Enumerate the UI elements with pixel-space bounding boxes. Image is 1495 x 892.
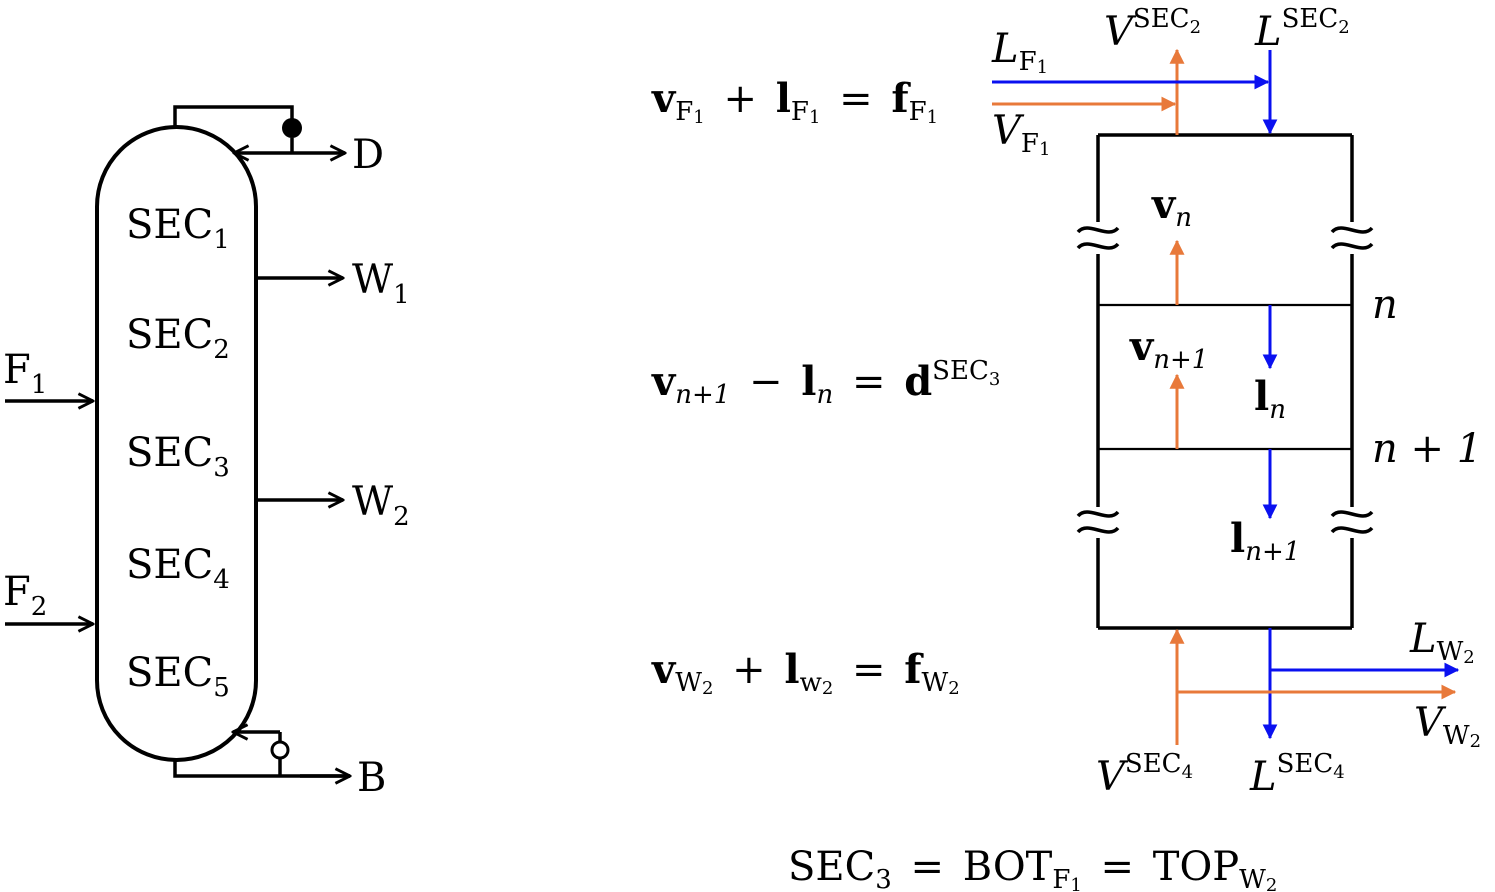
top-liquid-label: LSEC2 bbox=[1254, 4, 1350, 55]
balance-equations: vF1 + lF1 = fF1 vn+1 − ln = dSEC3 vW2 + … bbox=[651, 75, 1277, 892]
side-vapor-label: VW2 bbox=[1414, 700, 1481, 752]
overhead-line bbox=[173, 105, 294, 127]
break-symbol-left-bottom bbox=[1076, 510, 1120, 534]
bottoms-line bbox=[173, 760, 350, 778]
equation-section-identity: SEC3 = BOTF1 = TOPW2 bbox=[788, 844, 1277, 892]
feed-1-label: F1 bbox=[3, 347, 47, 400]
top-vapor-label: VSEC2 bbox=[1104, 4, 1201, 55]
liquid-n-label: ln bbox=[1254, 373, 1286, 425]
vapor-n1-label: vn+1 bbox=[1129, 323, 1208, 375]
break-symbol-right-top bbox=[1330, 226, 1374, 250]
equation-section-net-flow: vn+1 − ln = dSEC3 bbox=[651, 356, 1000, 413]
section-label-5: SEC5 bbox=[126, 650, 230, 703]
section-label-3: SEC3 bbox=[126, 430, 230, 483]
equation-sidedraw-balance: vW2 + lw2 = fW2 bbox=[651, 646, 960, 704]
side-liquid-label: LW2 bbox=[1409, 616, 1475, 668]
distillation-column: SEC1 SEC2 SEC3 SEC4 SEC5 D B W1 W2 F1 F2 bbox=[3, 105, 410, 801]
bottom-liquid-label: LSEC4 bbox=[1249, 749, 1345, 800]
vapor-n-label: vn bbox=[1151, 181, 1192, 233]
section-label-4: SEC4 bbox=[126, 542, 230, 595]
bottoms-label: B bbox=[357, 755, 386, 801]
section-label-1: SEC1 bbox=[126, 202, 230, 255]
feed-liquid-label: LF1 bbox=[991, 26, 1048, 78]
liquid-n1-label: ln+1 bbox=[1230, 515, 1300, 567]
feed-vapor-label: VF1 bbox=[992, 108, 1050, 160]
break-symbol-left-top bbox=[1076, 226, 1120, 250]
bottom-vapor-label: VSEC4 bbox=[1096, 749, 1193, 800]
side-draw-1-label: W1 bbox=[352, 257, 410, 310]
stage-n-label: n bbox=[1372, 282, 1398, 328]
stage-n1-label: n + 1 bbox=[1372, 426, 1482, 472]
equation-feed-balance: vF1 + lF1 = fF1 bbox=[651, 75, 938, 133]
distillate-label: D bbox=[352, 132, 384, 178]
section-label-2: SEC2 bbox=[126, 312, 230, 365]
side-draw-2-label: W2 bbox=[352, 479, 410, 532]
condenser-symbol bbox=[282, 118, 302, 138]
break-symbol-right-bottom bbox=[1330, 510, 1374, 534]
section-stage-diagram: VSEC2 LSEC2 LF1 VF1 vn vn+1 ln ln+1 n n … bbox=[991, 4, 1482, 800]
reboiler-symbol bbox=[270, 740, 290, 760]
feed-2-label: F2 bbox=[3, 569, 47, 622]
